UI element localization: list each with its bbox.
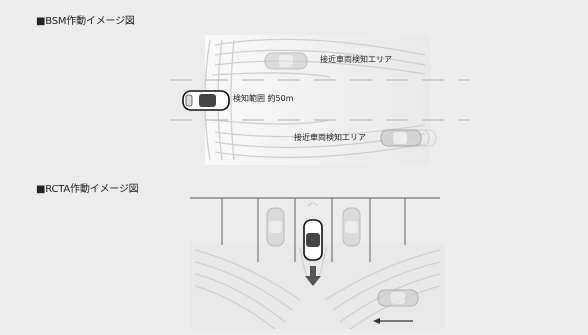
host-car-icon — [182, 90, 230, 111]
crossing-direction-arrow-icon — [373, 318, 413, 324]
parked-car-right-icon — [342, 207, 361, 247]
rcta-parking-lines — [221, 198, 406, 262]
bsm-title: ■BSM作動イメージ図 — [36, 16, 135, 27]
bsm-label-middle: 検知範囲 約50m — [233, 94, 294, 103]
bsm-label-top: 接近車両検知エリア — [320, 55, 392, 64]
approaching-car-bottom-icon — [380, 129, 437, 147]
approaching-car-top-icon — [264, 52, 308, 70]
crossing-car-icon — [377, 289, 419, 307]
parked-car-left-icon — [266, 207, 285, 247]
reversing-car-icon — [303, 202, 323, 261]
rcta-title: ■RCTA作動イメージ図 — [36, 184, 139, 195]
bsm-detection-area — [204, 35, 430, 165]
bsm-label-bottom: 接近車両検知エリア — [294, 133, 366, 142]
bsm-lane-lines — [170, 79, 470, 121]
reverse-arrow-icon — [305, 266, 321, 286]
